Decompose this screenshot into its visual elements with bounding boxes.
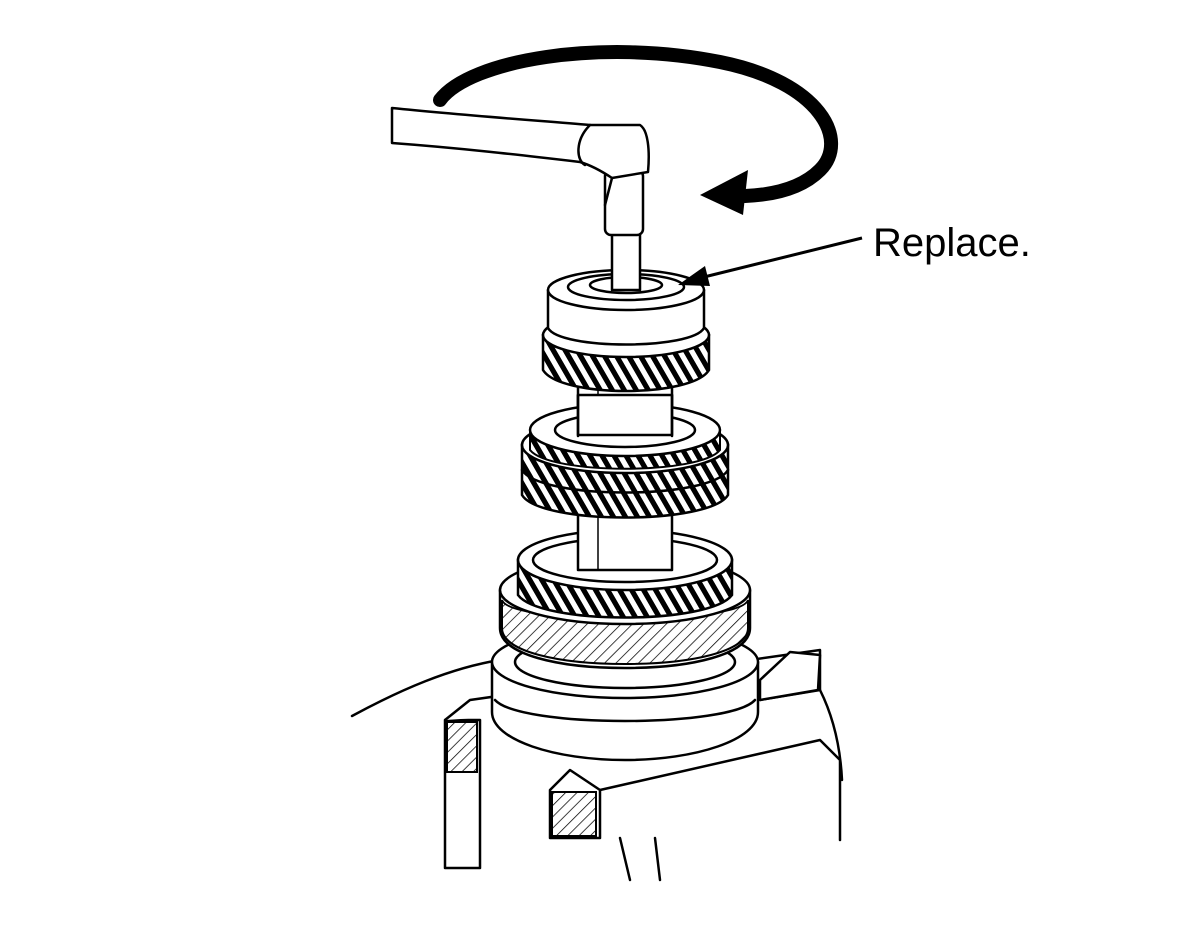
middle-gear (520, 393, 730, 519)
wrench (390, 106, 650, 292)
large-gear (498, 528, 752, 670)
replace-callout-label: Replace. (873, 221, 1031, 265)
rotation-arrow-icon (433, 45, 839, 215)
callout-leader-icon (678, 236, 863, 286)
